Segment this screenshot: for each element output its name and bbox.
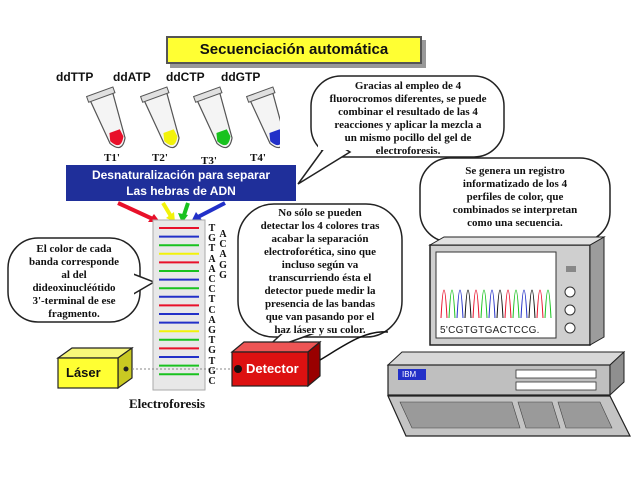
sequence-base: C [208,376,216,388]
banda-line: al del [61,269,87,281]
chromatogram-peak [504,289,512,319]
detector-line: transcurriendo ésta el [268,272,372,284]
chromatogram-peak [480,289,488,319]
registro-line: Se genera un registro [465,165,565,177]
sequence-base: T [208,294,216,306]
fluoro-line: combinar el resultado de las 4 [338,106,478,118]
sequence-base: A [219,249,227,261]
chromatogram-peak [528,289,536,319]
chromatogram-peak [448,289,456,319]
detector-label: Detector [246,361,299,376]
chromatogram-peak [456,289,464,319]
chromatogram-peak [440,289,448,319]
banda-callout [7,237,156,323]
banda-line: El color de cada [36,243,112,255]
registro-line: informatizado de los 4 [462,178,568,190]
sequence-base: C [208,284,216,296]
monitor-sequence: 5'CGTGTGACTCCG. [440,325,540,336]
tube-tag-t3: T3' [201,155,217,167]
laser-device [56,346,232,390]
tube-label-ddttp: ddTTP [56,70,94,84]
detector-line: presencia de las bandas [264,298,376,310]
sequence-base: T [208,223,216,234]
detector-line: haz láser y su color. [274,324,366,336]
test-tube [192,86,233,149]
chromatogram-peak [512,289,520,319]
tube-label-ddctp: ddCTP [166,70,205,84]
fluoro-line: Gracias al empleo de 4 [354,80,462,92]
chromatogram-peak [544,289,552,319]
test-tube [245,86,280,149]
registro-line: perfiles de color, que [466,191,564,203]
sequence-base: C [208,274,216,286]
detector-line: incluso según va [281,259,359,271]
detector-line: electroforética, sino que [264,246,376,258]
test-tube [139,86,180,149]
detector-line: detector puede medir la [264,285,376,297]
registro-line: como una secuencia. [467,217,563,229]
chromatogram-peak [496,289,504,319]
test-tubes [85,86,280,149]
fluoro-line: un mismo pocillo del gel de [344,132,472,144]
sequence-base: G [219,269,227,281]
sequence-base: A [208,253,216,265]
sequence-base: C [219,239,227,251]
chromatogram-peak [464,289,472,319]
chromatogram-peak [520,289,528,319]
tube-label-ddgtp: ddGTP [221,70,261,84]
sequence-base: A [219,229,227,240]
sequence-base: A [208,263,216,275]
banda-line: banda corresponde [29,256,119,268]
ibm-logo: IBM [402,370,417,379]
chromatogram-peak [488,289,496,319]
sequence-base: T [208,355,216,367]
chromatogram-peak [472,289,480,319]
sequence-base: G [208,365,216,377]
banner-line1: Desnaturalización para separar [91,168,271,182]
chromatogram-peak [536,289,544,319]
sequence-base: A [208,314,216,326]
laser-label: Láser [66,365,101,380]
detector-line: acabar la separación [271,233,369,245]
banner-line2: Las hebras de ADN [126,184,236,198]
diagram-title: Secuenciación automática [166,36,422,64]
tube-tag-t2: T2' [152,152,168,164]
detector-line: que van pasando por el [265,311,375,323]
tube-tag-t1: T1' [104,152,120,164]
denaturation-banner: Desnaturalización para separar Las hebra… [66,165,296,201]
sequence-base: C [208,304,216,316]
fluoro-line: reacciones y aplicar la mezcla a [334,119,482,131]
sequence-base: G [208,325,216,337]
detector-line: detectar los 4 colores tras [260,220,380,232]
fluoro-line: electroforesis. [375,145,441,157]
electroforesis-label: Electroforesis [129,396,206,411]
detector-line: No sólo se pueden [278,207,362,219]
banda-line: fragmento. [48,308,100,320]
sequence-base: G [219,259,227,271]
banda-line: 3'-terminal de ese [32,295,116,307]
sequence-base: T [208,335,216,347]
sequence-base: G [208,345,216,357]
test-tube [85,86,126,149]
tube-label-ddatp: ddATP [113,70,151,84]
gel-lane [152,219,206,391]
fluoro-callout [297,75,505,185]
fluoro-line: fluorocromos diferentes, se puede [329,93,487,105]
detector-device [230,331,389,388]
computer [386,236,631,437]
tube-tag-t4: T4' [250,152,266,164]
sequence-base: G [208,233,216,245]
registro-line: combinados se interpretan [452,204,578,216]
sequence-base: T [208,243,216,255]
banda-line: dideoxinucléótido [32,282,116,294]
